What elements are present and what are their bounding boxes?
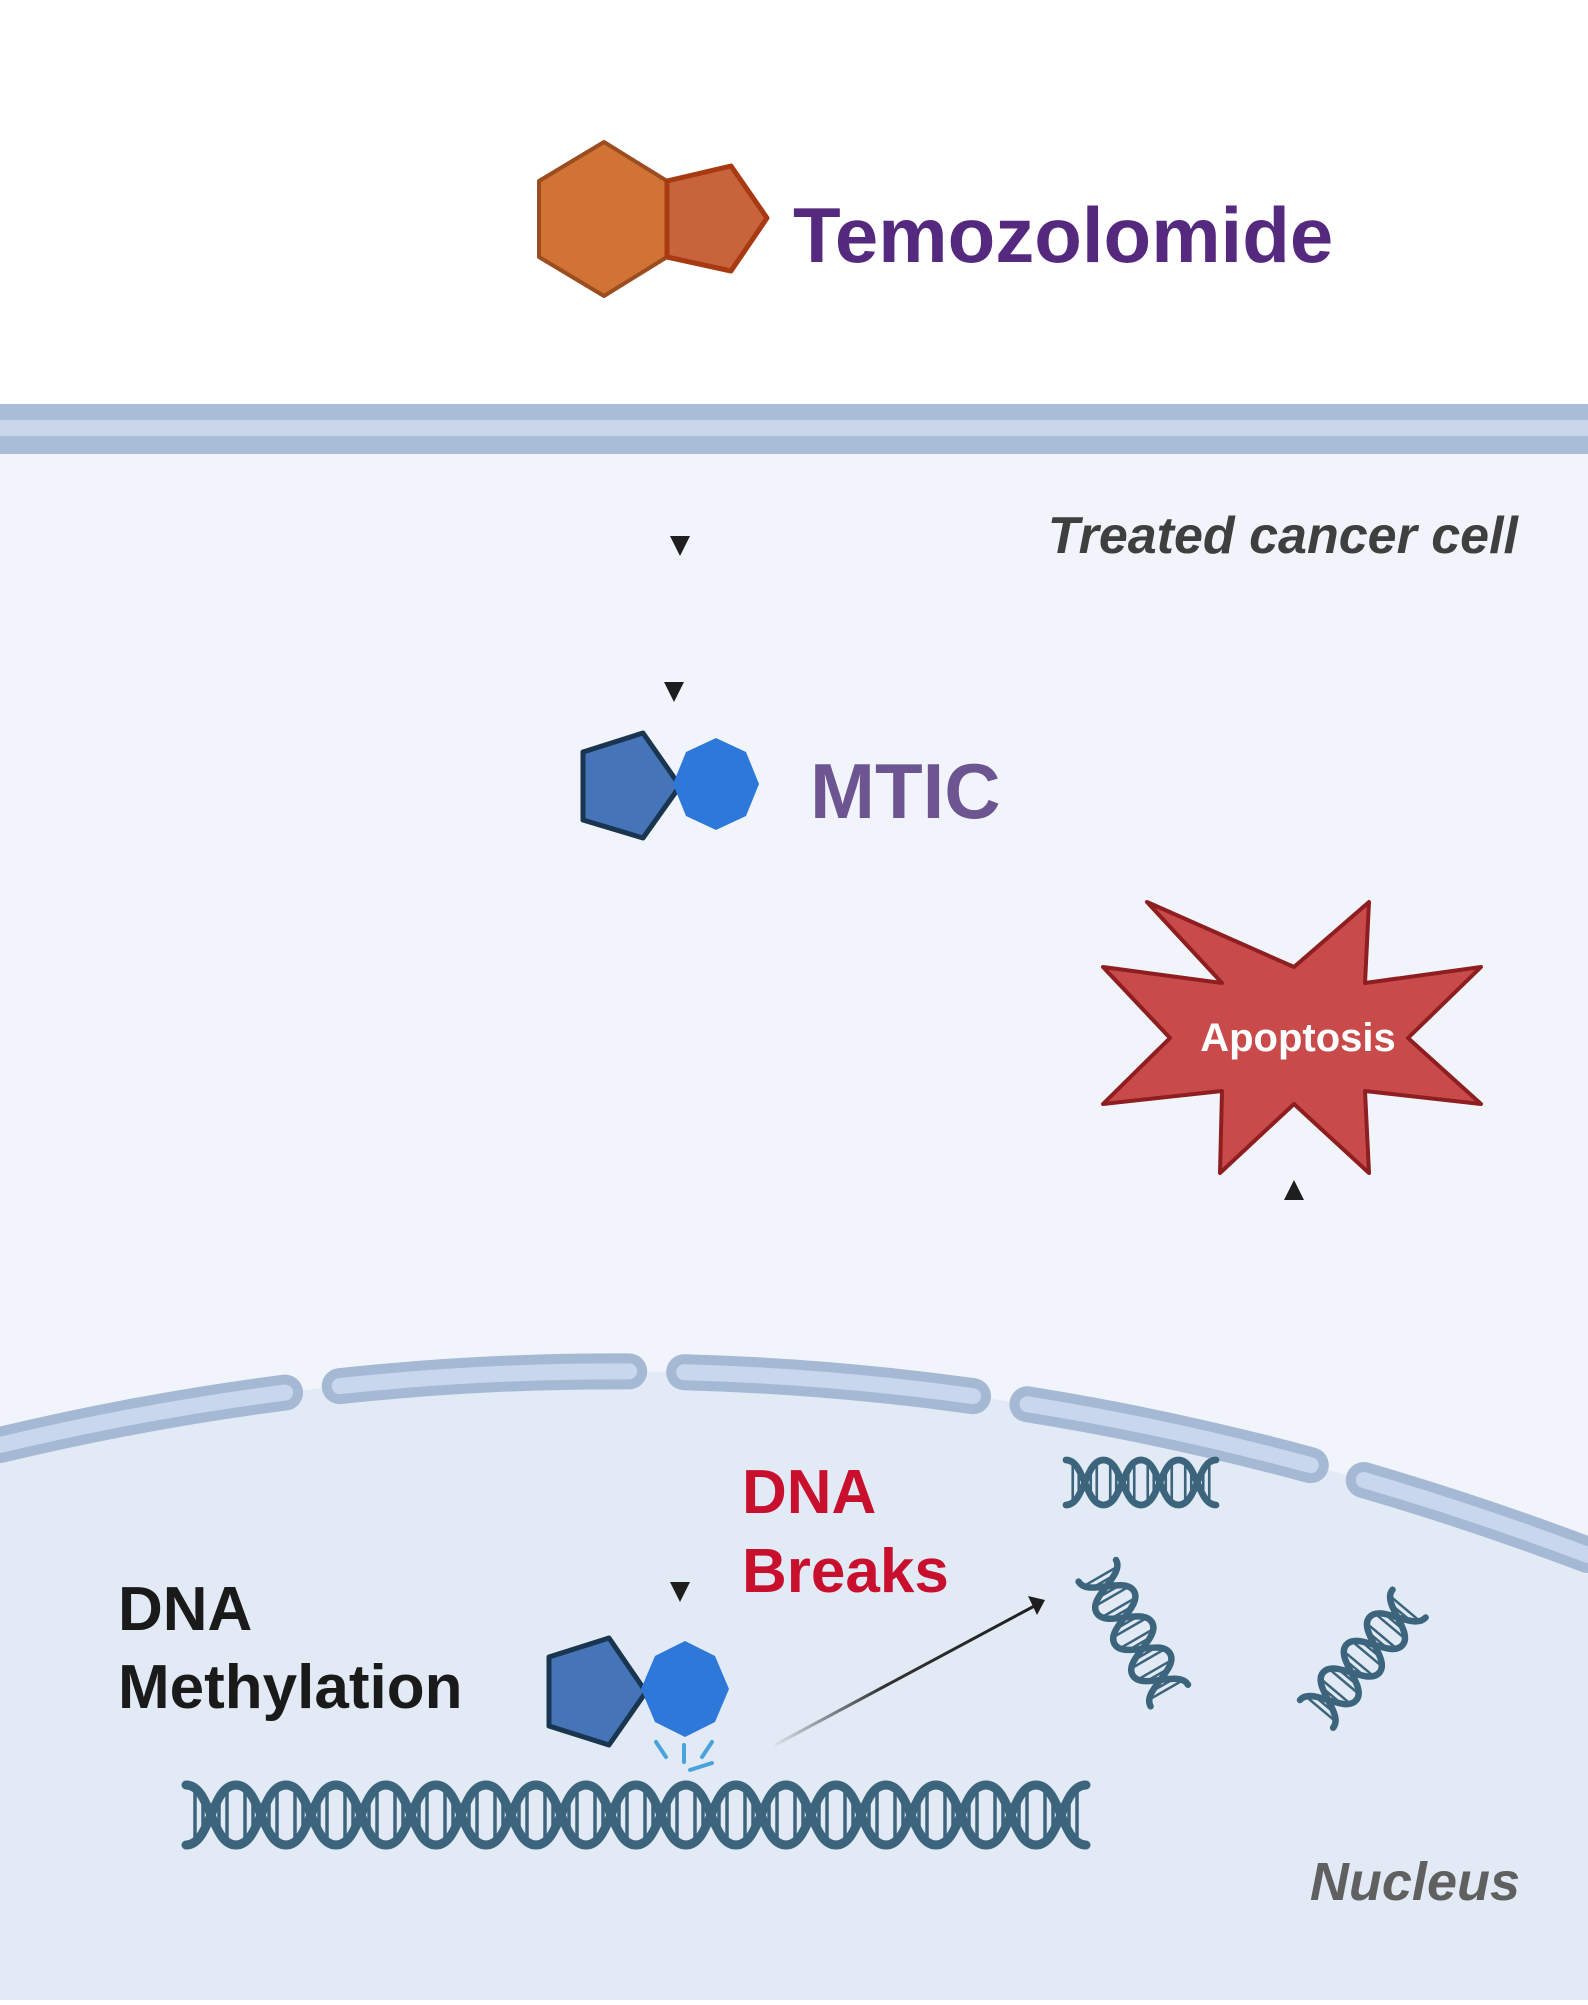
cell-membrane <box>0 404 1588 454</box>
dna-methylation-label-line1: DNA <box>118 1575 252 1644</box>
cell-label: Treated cancer cell <box>1048 507 1520 565</box>
arrowhead-conversion <box>664 682 684 702</box>
apoptosis-label: Apoptosis <box>1200 1016 1396 1060</box>
arrow-to-breaks <box>774 1601 1041 1747</box>
arrowhead-to-breaks <box>1028 1596 1045 1615</box>
dna-methylation-label-line2: Methylation <box>118 1653 462 1722</box>
dna-breaks-label-line1: DNA <box>742 1458 876 1527</box>
methyl-bond-marks <box>654 1740 714 1772</box>
arrowhead-to-apoptosis <box>1284 1180 1304 1200</box>
arrowhead-entry <box>670 536 690 556</box>
hexagon-pentagon-molecule-icon <box>537 140 770 298</box>
nuclear-envelope <box>0 1353 1588 1573</box>
bound-mtic-molecule-icon <box>546 1635 729 1748</box>
temozolomide-label: Temozolomide <box>793 191 1333 279</box>
dna-breaks-label-line2: Breaks <box>742 1537 949 1606</box>
nucleus-label: Nucleus <box>1310 1852 1520 1912</box>
apoptosis-burst-icon <box>1101 900 1483 1175</box>
pentagon-heptagon-molecule-icon <box>580 730 759 841</box>
arrowhead-to-dna <box>670 1582 690 1602</box>
mtic-label: MTIC <box>810 747 1001 835</box>
